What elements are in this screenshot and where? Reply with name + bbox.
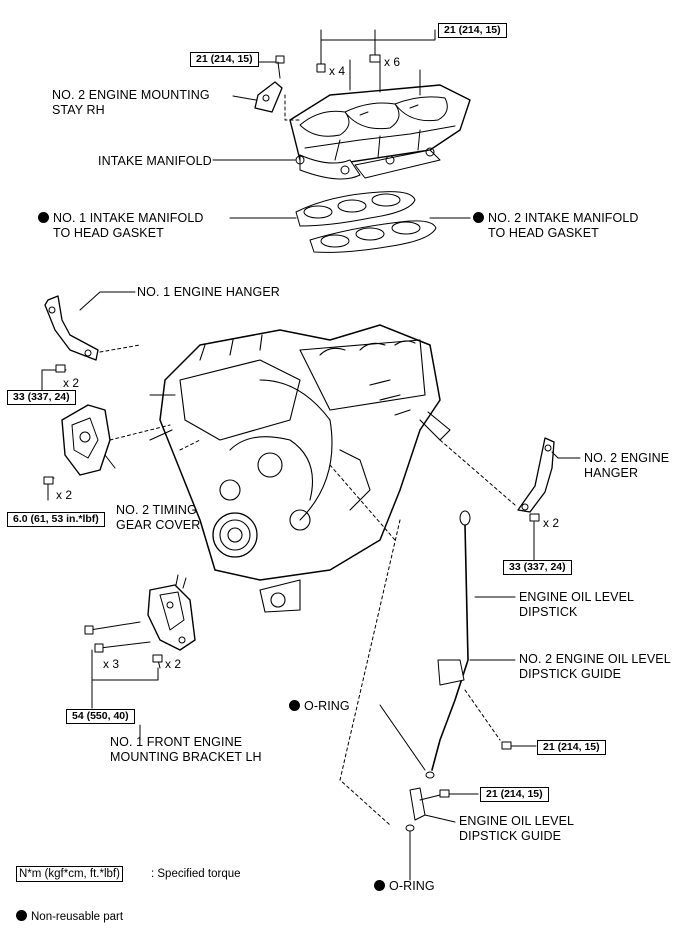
label-intake-manifold: INTAKE MANIFOLD [98, 154, 212, 168]
manifold-fasteners [316, 29, 436, 73]
qty-manifold-nut: x 4 [329, 64, 346, 78]
label-line: NO. 2 INTAKE MANIFOLD [473, 211, 639, 226]
label-engine-hanger-2: NO. 2 ENGINE HANGER [584, 451, 669, 481]
label-line: NO. 1 FRONT ENGINE [110, 735, 243, 749]
torque-box-bracket: 54 (550, 40) [66, 709, 135, 724]
qty-timing-cover: x 2 [56, 488, 73, 502]
engine-block-drawing [149, 324, 451, 613]
torque-box-dipstick-guide: 21 (214, 15) [480, 787, 549, 802]
hanger-2-drawing [439, 437, 581, 561]
label-dipstick-guide-2: NO. 2 ENGINE OIL LEVEL DIPSTICK GUIDE [519, 652, 671, 682]
non-reusable-dot-icon [16, 910, 27, 921]
label-line: ENGINE OIL LEVEL [519, 590, 635, 604]
label-line: NO. 2 ENGINE OIL LEVEL [519, 652, 671, 666]
label-line: NO. 2 ENGINE [584, 451, 670, 465]
label-line: HANGER [584, 466, 639, 480]
label-o-ring-upper: O-RING [289, 699, 350, 714]
torque-box-timing-cover: 6.0 (61, 53 in.*lbf) [7, 512, 105, 527]
label-line: ENGINE OIL LEVEL [459, 814, 575, 828]
label-line: DIPSTICK [519, 605, 578, 619]
label-line: STAY RH [52, 103, 105, 117]
torque-box-manifold: 21 (214, 15) [438, 23, 507, 38]
torque-box-dipstick-guide-2: 21 (214, 15) [537, 740, 606, 755]
mounting-stay-drawing [254, 55, 285, 113]
qty-bracket-b: x 2 [165, 657, 182, 671]
timing-cover-drawing [43, 404, 171, 501]
non-reusable-dot-icon [473, 212, 484, 223]
label-text: O-RING [304, 699, 350, 713]
label-timing-gear-cover: NO. 2 TIMING GEAR COVER [116, 503, 200, 533]
torque-box-hanger-2: 33 (337, 24) [503, 560, 572, 575]
label-engine-mounting-stay: NO. 2 ENGINE MOUNTING STAY RH [52, 88, 210, 118]
label-line: TO HEAD GASKET [53, 226, 164, 240]
label-gasket-2: NO. 2 INTAKE MANIFOLD TO HEAD GASKET [473, 211, 639, 241]
gasket-2-drawing [309, 220, 437, 253]
label-line: DIPSTICK GUIDE [519, 667, 622, 681]
label-line: TO HEAD GASKET [488, 226, 599, 240]
hanger-1-drawing [44, 291, 141, 373]
qty-bracket-a: x 3 [103, 657, 120, 671]
legend-torque-box: N*m (kgf*cm, ft.*lbf) [16, 866, 123, 882]
label-line: NO. 2 ENGINE MOUNTING [52, 88, 210, 102]
gasket-1-drawing [295, 191, 416, 227]
label-o-ring-lower: O-RING [374, 879, 435, 894]
qty-hanger-2: x 2 [543, 516, 560, 530]
dipstick-drawing [339, 510, 537, 881]
qty-manifold-bolt: x 6 [384, 55, 401, 69]
torque-box-stay-bolt: 21 (214, 15) [190, 52, 259, 67]
mounting-bracket-drawing [84, 574, 196, 741]
label-line: DIPSTICK GUIDE [459, 829, 562, 843]
label-text: NO. 1 INTAKE MANIFOLD [53, 211, 204, 225]
intake-manifold-drawing [289, 59, 471, 180]
label-text: NO. 2 INTAKE MANIFOLD [488, 211, 639, 225]
label-gasket-1: NO. 1 INTAKE MANIFOLD TO HEAD GASKET [38, 211, 204, 241]
label-text: O-RING [389, 879, 435, 893]
label-line: MOUNTING BRACKET LH [110, 750, 262, 764]
label-dipstick-guide: ENGINE OIL LEVEL DIPSTICK GUIDE [459, 814, 574, 844]
non-reusable-dot-icon [289, 700, 300, 711]
legend-text: Non-reusable part [31, 911, 124, 923]
non-reusable-dot-icon [38, 212, 49, 223]
legend-non-reusable: Non-reusable part [16, 910, 123, 924]
legend-torque-text: : Specified torque [151, 868, 241, 880]
label-engine-hanger-1: NO. 1 ENGINE HANGER [137, 285, 280, 299]
label-line: NO. 2 TIMING [116, 503, 197, 517]
torque-box-hanger-1: 33 (337, 24) [7, 390, 76, 405]
label-front-mounting-bracket: NO. 1 FRONT ENGINE MOUNTING BRACKET LH [110, 735, 262, 765]
label-line: NO. 1 INTAKE MANIFOLD [38, 211, 204, 226]
label-line: GEAR COVER [116, 518, 201, 532]
non-reusable-dot-icon [374, 880, 385, 891]
qty-hanger-1: x 2 [63, 376, 80, 390]
label-oil-dipstick: ENGINE OIL LEVEL DIPSTICK [519, 590, 634, 620]
